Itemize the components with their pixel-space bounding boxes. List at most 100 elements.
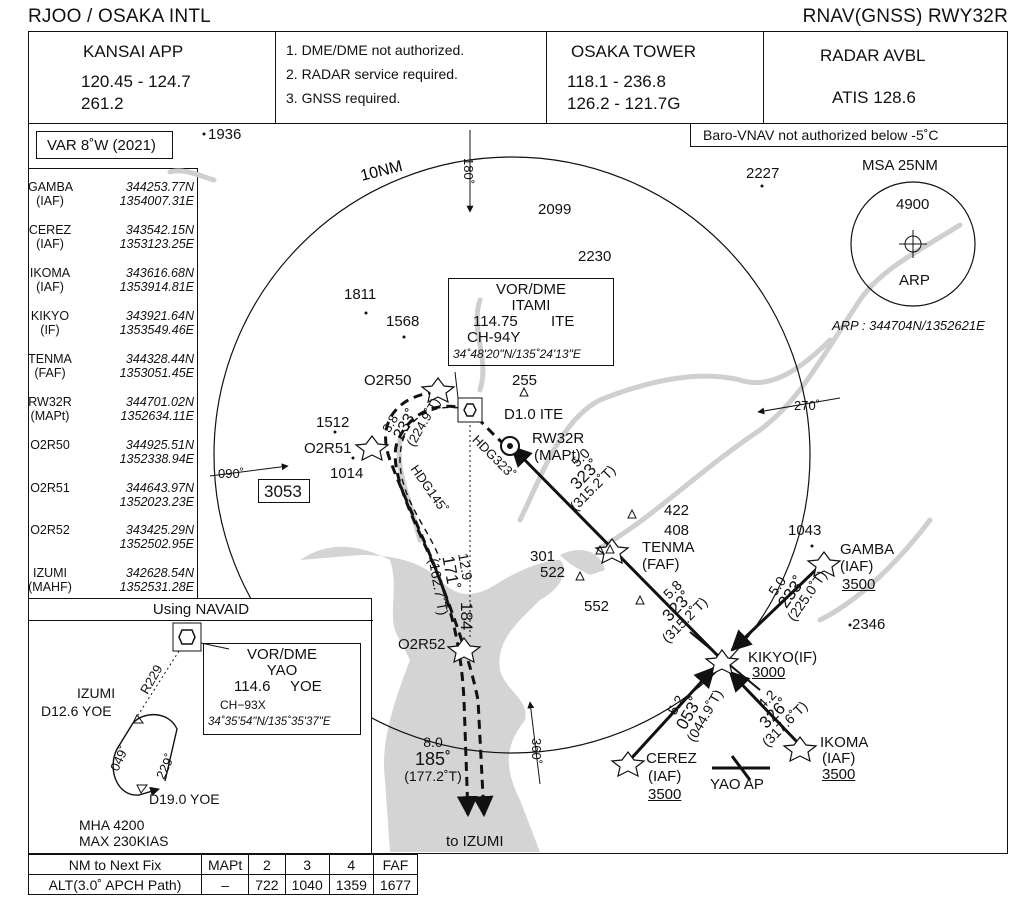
spot-elev-1014: 1014 (330, 465, 364, 482)
holding-inbound (112, 722, 160, 797)
spot-elev-2099: 2099 (538, 201, 572, 218)
radar-available: RADAR AVBL (820, 46, 926, 65)
obstacle-icon-552 (635, 594, 645, 605)
waypoint-name: KIKYO (30, 309, 70, 323)
itami-vor-channel: CH-94Y (467, 329, 521, 346)
ikoma-role: (IAF) (822, 750, 856, 767)
o2r52-fix-icon (446, 637, 482, 664)
o2r50-fix-icon (420, 377, 456, 404)
bearing-180-label: 180˚ (461, 158, 476, 185)
itami-vor-icon (457, 397, 483, 423)
waypoint-lat: 344328.44N (125, 352, 194, 366)
iz-leg-dist: 8.0 (423, 734, 443, 750)
gamba-altitude: 3500 (842, 576, 876, 593)
r229-radial (132, 650, 180, 724)
bearing-360-label: 360˚ (529, 738, 544, 765)
navaid-inset-title: Using NAVAID (152, 601, 250, 618)
note-2: 2. RADAR service required. (286, 66, 458, 82)
baro-vnav-box: Baro-VNAV not authorized below -5˚C (690, 123, 1008, 147)
waypoint-name: CEREZ (28, 223, 72, 237)
msa-arp-label: ARP (899, 272, 930, 289)
o2r51-fix-icon (354, 435, 390, 462)
cerez-role: (IAF) (648, 768, 682, 785)
procedure-title: RNAV(GNSS) RWY32R (802, 6, 1008, 27)
yao-callout-line (200, 642, 230, 650)
header-cell: 2 (248, 854, 286, 875)
itami-vor-ident: ITE (551, 313, 575, 330)
note-3: 3. GNSS required. (286, 90, 401, 106)
izumi-inset-label: IZUMI (77, 685, 116, 701)
obstacle-icon-301 (595, 544, 605, 555)
waypoint-lon: 1353051.45E (119, 366, 194, 380)
missed-approach-hdg145 (399, 406, 471, 561)
cerez-fix-icon (610, 751, 646, 778)
waypoint-name: O2R52 (30, 523, 70, 537)
waypoint-lat: 342628.54N (125, 566, 194, 580)
mha-label: MHA 4200 (79, 817, 145, 833)
fix-symbols (354, 377, 842, 778)
arp-coordinate: ARP : 344704N/1352621E (832, 318, 985, 333)
ten-nm-ring (213, 156, 811, 754)
obstacle-icons (519, 386, 645, 605)
d19-label: D19.0 YOE (149, 791, 220, 807)
iz-leg-annotation: 8.0 185˚ (177.2˚T) (398, 734, 468, 785)
app-freq-1: 120.45 - 124.7 (81, 72, 191, 91)
waypoint-lat: 344925.51N (125, 438, 194, 452)
rivers (167, 168, 963, 623)
ikoma-fix-icon (782, 736, 818, 763)
ikoma-kikyo-leg (728, 670, 802, 747)
d1-ite-label: D1.0 ITE (504, 406, 564, 423)
spot-elev-1512: 1512 (316, 414, 350, 431)
yao-vor-name: YAO (266, 662, 298, 679)
waypoint-name: IKOMA (29, 266, 71, 280)
waypoint-role: (IF) (40, 323, 60, 337)
waypoint-name: RW32R (28, 395, 72, 409)
spot-elev-2346: 2346 (852, 616, 886, 633)
itami-vor-freq: 114.75 (473, 313, 518, 330)
yao-vor-coord: 34˚35'54"N/135˚35'37"E (208, 716, 331, 728)
izumi-dme-label: D12.6 YOE (41, 703, 112, 719)
yao-vor-label: VOR/DME (246, 646, 317, 663)
water-bodies (300, 546, 605, 852)
rw32r-mapt-icon (500, 436, 520, 456)
cerez-label: CEREZ (646, 750, 697, 767)
yodo-river (597, 222, 963, 551)
stream-nw (167, 168, 217, 183)
yao-vor-icon (172, 622, 202, 652)
obstacle-icon-408 (605, 543, 615, 554)
waypoint-role: (IAF) (36, 280, 64, 294)
itami-callout-line (454, 371, 459, 399)
grid-mora: 3053 (264, 482, 302, 501)
atis: ATIS 128.6 (832, 88, 916, 107)
spot-elev-1568: 1568 (386, 313, 420, 330)
notes-box: 1. DME/DME not authorized. 2. RADAR serv… (275, 31, 547, 124)
navaid-inset: Using NAVAID IZUMI D12.6 YOE R229 049˚ 2… (28, 598, 373, 854)
obstacle-icon-255 (519, 386, 529, 397)
spot-elev-2230: 2230 (578, 248, 612, 265)
holding-pattern (112, 622, 230, 797)
radial-184-label: 184 (457, 602, 476, 631)
bearing-090-arrow (209, 463, 289, 477)
spot-elev-1936: 1936 (208, 126, 242, 143)
row-cell: 1677 (372, 874, 419, 895)
altitude-table-header: NM to Next Fix MAPt 2 3 4 FAF (28, 854, 419, 875)
row-cell: – (200, 874, 250, 895)
msa-title: MSA 25NM (862, 157, 938, 174)
spot-dots (202, 132, 852, 627)
o2r52-label: O2R52 (398, 636, 446, 653)
itami-vor-box: VOR/DME ITAMI 114.75 ITE CH-94Y 34˚48'20… (448, 278, 614, 366)
kikyo-fix-icon (704, 649, 740, 676)
waypoint-name: O2R50 (30, 438, 70, 452)
waypoint-lon: 1352634.11E (120, 409, 194, 423)
iz-leg-course: 185˚ (414, 749, 452, 769)
to-izumi-label: to IZUMI (446, 833, 504, 850)
bearing-270-label: 270˚ (794, 398, 821, 413)
tower-freq-2: 126.2 - 121.7G (567, 94, 681, 113)
row-cell: ALT(3.0˚ APCH Path) (28, 874, 202, 895)
waypoint-role: (MAHF) (28, 580, 72, 594)
navaid-inset-divider (29, 620, 373, 621)
waypoint-role: (IAF) (36, 194, 64, 208)
yamato-river (817, 517, 933, 623)
tower-name: OSAKA TOWER (571, 42, 697, 61)
waypoint-lon: 1352023.23E (119, 495, 194, 509)
